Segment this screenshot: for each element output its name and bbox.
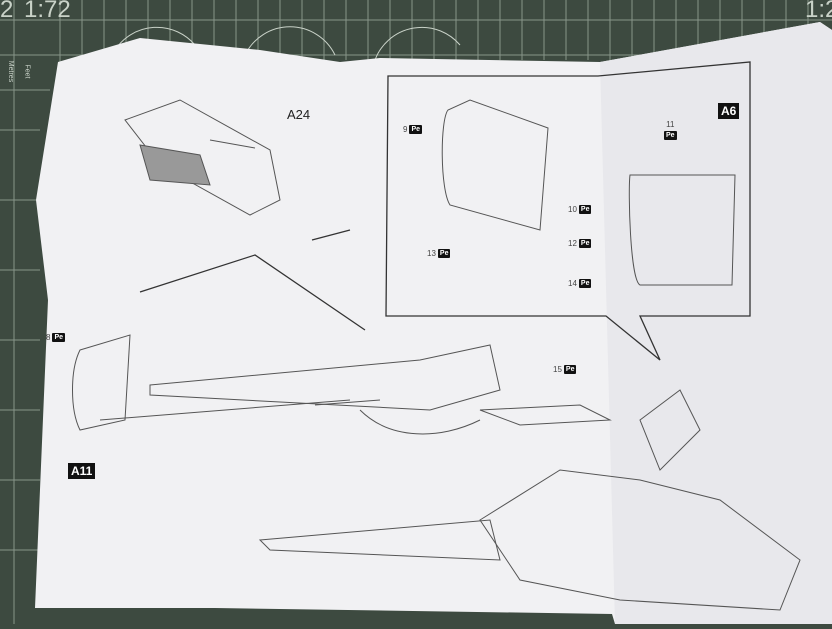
pe-number: 12 [568, 239, 577, 248]
mat-scale-right: 1:2 [805, 0, 832, 23]
pe-tag: Pe [52, 333, 66, 342]
pe-number: 9 [403, 125, 408, 134]
label-a11: A11 [68, 463, 96, 479]
pe-number: 15 [553, 365, 562, 374]
pe-tag: Pe [563, 365, 577, 374]
pe-tag: Pe [578, 239, 592, 248]
pe-number: 8 [46, 333, 51, 342]
pe-number: 14 [568, 279, 577, 288]
pe-number: 11 [666, 120, 675, 129]
label-a6: A6 [718, 103, 740, 119]
label-a24: A24 [287, 107, 311, 122]
pe-tag: Pe [578, 279, 592, 288]
pe-number: 13 [427, 249, 436, 258]
pe-tag: Pe [664, 131, 677, 140]
mat-scale-left: 2 [0, 0, 14, 23]
pe-number: 10 [568, 205, 577, 214]
pe-tag: Pe [409, 125, 423, 134]
pe-tag: Pe [578, 205, 592, 214]
mat-scale-main: 1:72 [24, 0, 71, 23]
pe-tag: Pe [437, 249, 451, 258]
